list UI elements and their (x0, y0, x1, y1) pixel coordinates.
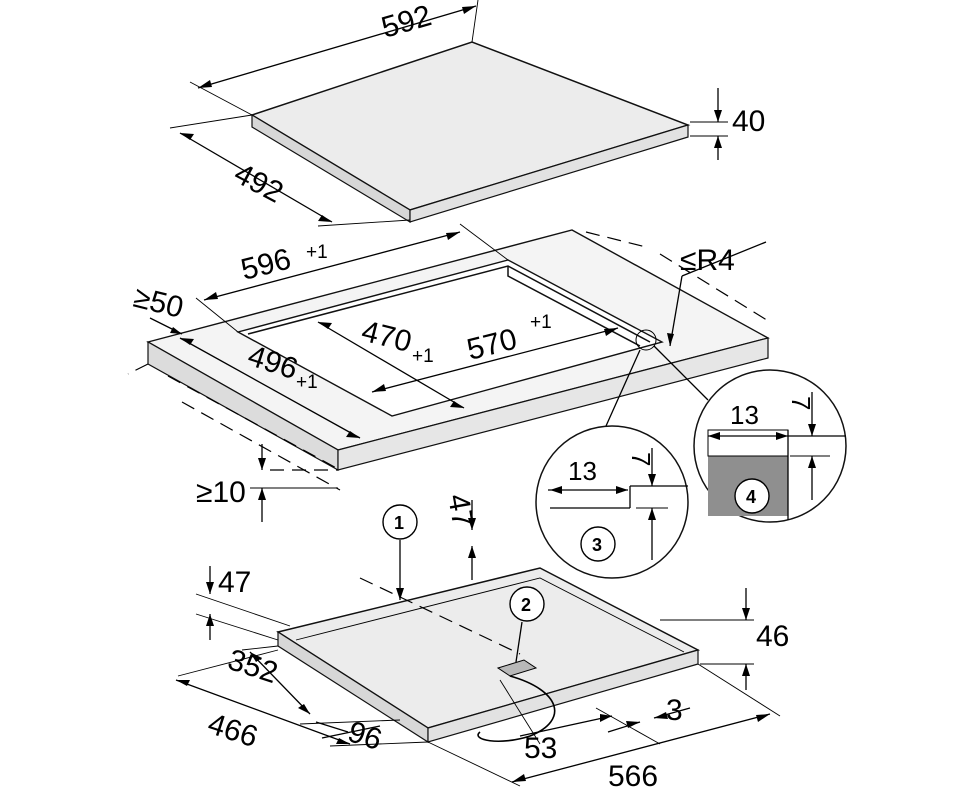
underside-connection-offset-dimension (315, 721, 381, 739)
underside-edge-gap-label: 3 (666, 694, 683, 727)
hob-depth-label: 492 (229, 157, 289, 210)
cutout-overall-depth-tol: +1 (296, 372, 318, 393)
detail-3-circle (535, 425, 689, 579)
hob-depth-dimension (169, 114, 411, 227)
underside-depth-label: 466 (204, 707, 262, 754)
underside-height-label: 46 (756, 620, 789, 653)
power-cable (477, 675, 556, 742)
detail-4-marker-circle (734, 478, 770, 514)
cutout-inner-width-tol: +1 (530, 312, 552, 333)
cutout-inner-width-dimension (371, 327, 619, 393)
underside-panel (276, 567, 701, 744)
corner-radius-leader (635, 241, 767, 351)
detail-3-callout (535, 349, 689, 579)
marker-1-leader (359, 504, 521, 655)
cutout-overall-width-tol: +1 (306, 242, 328, 263)
underside-width-dimension (427, 663, 781, 787)
min-worktop-thickness-dimension (250, 444, 338, 522)
detail-3-marker-circle (580, 526, 616, 562)
corner-radius-label: ≤R4 (680, 244, 735, 277)
detail-4-marker-label: 4 (746, 487, 756, 507)
hob-thickness-dimension (690, 88, 728, 160)
underside-inner-depth-label: 352 (224, 643, 282, 690)
cutout-inner-depth-tol: +1 (412, 346, 434, 367)
marker-1-label: 1 (394, 513, 404, 533)
marker-2-label: 2 (521, 595, 531, 615)
cutout-overall-depth-dimension (179, 337, 361, 439)
underside-offset-top-dimension (468, 500, 476, 580)
hob-top-face (250, 41, 691, 211)
underside-inner-depth-dimension (241, 645, 401, 725)
underside-height-dimension (660, 588, 754, 690)
detail-3-marker-label: 3 (592, 535, 602, 555)
underside-offset-left-label: 47 (218, 566, 251, 599)
marker-1-circle (382, 504, 418, 540)
hob-width-dimension (189, 0, 479, 116)
detail-4-width-label: 13 (730, 400, 759, 430)
hob-width-label: 592 (378, 0, 435, 45)
worktop-right-edge (337, 337, 769, 471)
cutout-opening (236, 259, 664, 417)
detail-3-height-label: 7 (626, 452, 656, 466)
underside-offset-left-dimension (195, 566, 291, 641)
hob-panel (250, 41, 691, 224)
underside-connection-offset-label: 96 (344, 715, 386, 757)
underside-depth-dimension (175, 649, 429, 747)
detail-3-width-label: 13 (568, 456, 597, 486)
cutout-inner-depth-dimension (317, 321, 465, 409)
cutout-overall-width-label: 596 (238, 243, 295, 287)
detail-4-height-label: 7 (786, 396, 816, 410)
hob-thickness-label: 40 (732, 105, 765, 138)
underside-edge-gap-dimension (595, 707, 691, 745)
underside-width-label: 566 (608, 760, 658, 793)
marker-2-leader (509, 586, 545, 663)
underside-top-face (276, 567, 701, 729)
min-front-distance-dimension (149, 317, 183, 335)
underside-offset-top-label: 47 (441, 491, 479, 530)
min-front-distance-label: ≥50 (130, 281, 186, 325)
underside-connection-distance-dimension (499, 679, 613, 745)
connection-box (496, 659, 538, 677)
cutout-overall-width-dimension (195, 223, 509, 333)
underside-connection-distance-label: 53 (524, 732, 557, 765)
marker-2-circle (509, 586, 545, 622)
min-worktop-thickness-label: ≥10 (196, 476, 246, 509)
detail-4-callout (653, 345, 847, 523)
worktop-dashed-extensions (127, 231, 771, 491)
hob-right-side (409, 124, 689, 223)
